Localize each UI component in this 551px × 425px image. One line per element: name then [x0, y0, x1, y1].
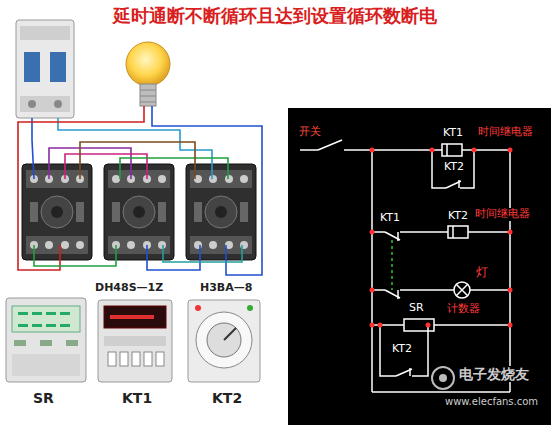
- device-label: KT2: [211, 390, 243, 406]
- contact-label: KT1: [379, 212, 401, 225]
- contact-label: KT2: [391, 343, 413, 356]
- wiring: [18, 106, 262, 275]
- relay-label: KT1: [442, 127, 464, 140]
- title: 延时通断不断循环且达到设置循环数断电: [113, 6, 437, 27]
- watermark-url: www.elecfans.com: [444, 396, 539, 408]
- counter-device: [6, 298, 86, 382]
- breaker: [16, 20, 74, 118]
- relay-type-label: 时间继电器: [474, 208, 531, 221]
- light-bulb: [126, 42, 170, 106]
- watermark: 电子发烧友: [458, 366, 530, 382]
- relay-bases: [22, 164, 256, 260]
- contact-label: KT2: [443, 161, 465, 174]
- device-label: KT1: [121, 390, 153, 406]
- relay-label: KT2: [447, 210, 469, 223]
- counter-label: SR: [408, 302, 425, 315]
- schematic-panel: [288, 108, 551, 425]
- switch-label: 开关: [298, 126, 322, 139]
- relay-type-label: 时间继电器: [477, 126, 534, 139]
- device-label: SR: [32, 390, 55, 406]
- model-label: DH48S—1Z: [94, 282, 164, 295]
- lamp-label: 灯: [475, 266, 489, 280]
- model-label: H3BA—8: [199, 282, 253, 295]
- counter-type-label: 计数器: [446, 303, 481, 316]
- timer-device-kt2: [188, 300, 260, 382]
- timer-device-kt1: [98, 300, 172, 382]
